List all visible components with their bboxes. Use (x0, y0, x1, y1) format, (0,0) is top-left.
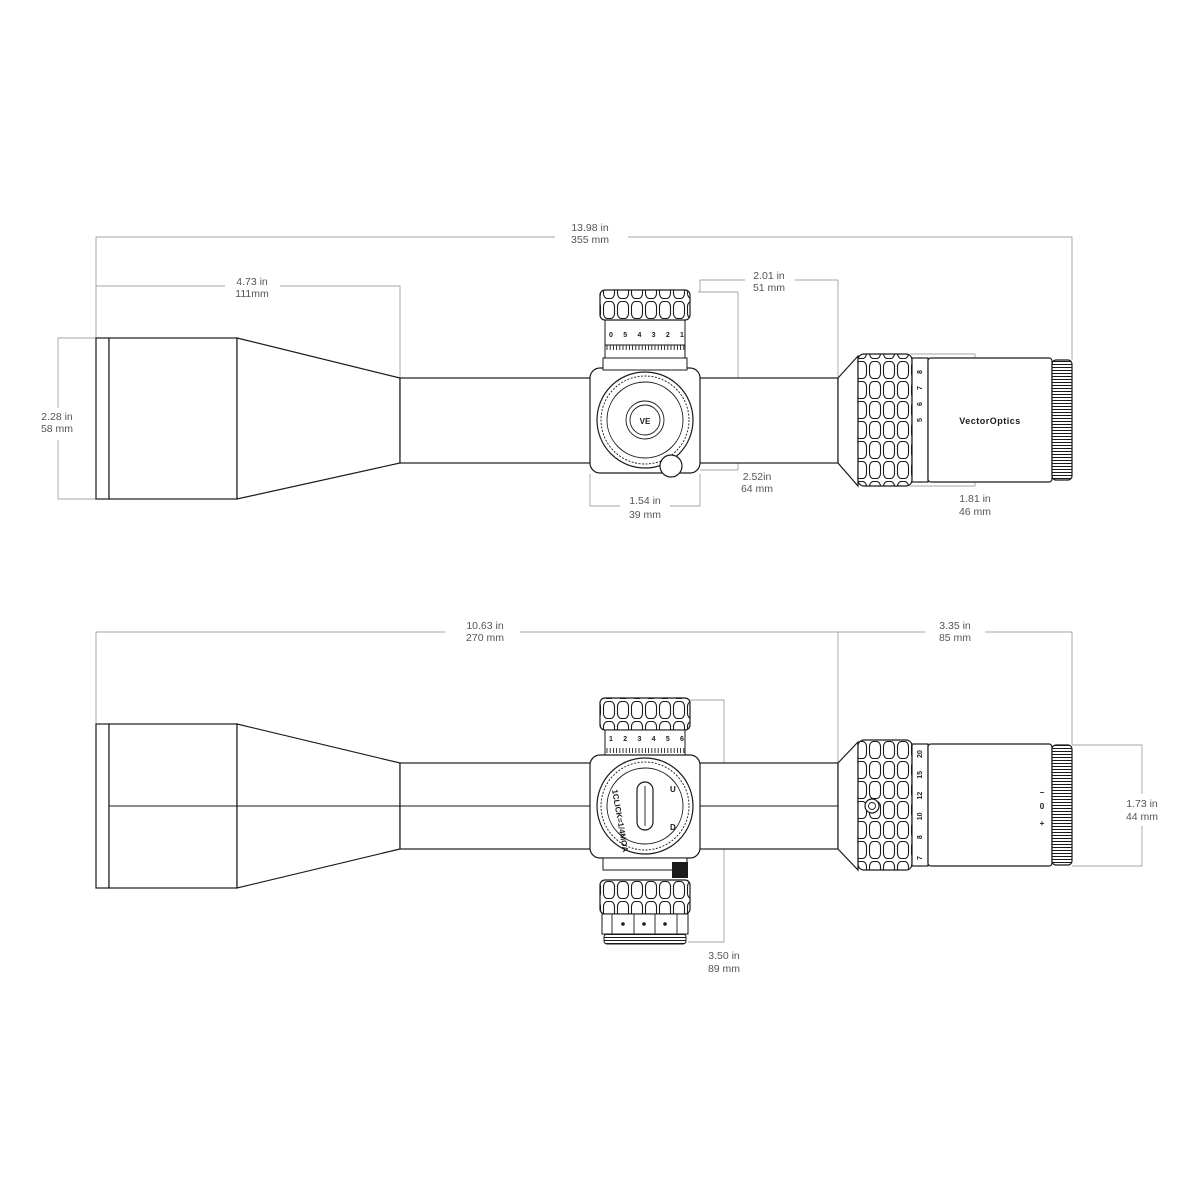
b-diopter-plus: + (1040, 819, 1045, 828)
elevation-turret-knob[interactable] (599, 289, 691, 321)
eyepiece-flare (837, 354, 859, 488)
b-turret-scale-label: 5 (666, 736, 670, 743)
b-mag-scale-label: 15 (917, 771, 924, 779)
turret-scale-label: 2 (666, 332, 670, 339)
turret-ring (602, 357, 688, 371)
b-diopter-zero: 0 (1040, 802, 1045, 811)
b-diopter-minus: − (1040, 788, 1045, 797)
b-mag-scale-label: 20 (917, 750, 924, 758)
dim-b-eyepiece-dia-mm: 44 mm (1126, 811, 1158, 823)
turret-scale-ring (604, 319, 686, 359)
b-mag-scale-label: 10 (917, 812, 924, 820)
b-turret-scale-label: 2 (623, 736, 627, 743)
brand-name: VectorOptics (959, 416, 1021, 426)
dim-objective-length-mm: 111mm (235, 288, 269, 300)
b-diopter-ring[interactable] (1051, 744, 1073, 866)
mag-scale-label: 8 (917, 370, 924, 374)
side-focus-knob (659, 454, 683, 478)
mag-scale-label: 6 (917, 402, 924, 406)
magnification-ring[interactable] (857, 353, 913, 487)
dim-b-eyepiece-in: 3.35 in (939, 620, 971, 632)
b-mag-scale-label: 7 (917, 856, 924, 860)
top-view: 13.98 in 355 mm 4.73 in 111mm 2.01 in 51… (41, 222, 1073, 521)
b-mag-scale: 20 15 12 10 8 7 (917, 750, 924, 860)
b-diopter-marks: + 0 − (1040, 788, 1045, 828)
b-objective-cap (95, 723, 110, 889)
dim-objective-dia-mm: 58 mm (41, 423, 73, 435)
b-turret-scale-label: 4 (652, 736, 656, 743)
dim-eyepiece-turret-in: 2.01 in (753, 270, 785, 282)
dim-objective-dia-in: 2.28 in (41, 411, 73, 423)
b-turret-scale-label: 1 (609, 736, 613, 743)
dim-turret-height-mm: 64 mm (741, 483, 773, 495)
turret-scale-label: 5 (623, 332, 627, 339)
diopter-ring[interactable] (1051, 359, 1073, 481)
dim-b-eyepiece-mm: 85 mm (939, 632, 971, 644)
dim-overall-in: 13.98 in (571, 222, 609, 234)
b-mag-scale-ring (911, 743, 929, 867)
b-windage-dots (611, 914, 678, 934)
dim-b-turret-height-mm: 89 mm (708, 963, 740, 975)
dim-eyepiece-len-mm: 46 mm (959, 506, 991, 518)
objective-taper (236, 337, 401, 500)
bottom-view: 10.63 in 270 mm 3.35 in 85 mm 1.73 in 44… (95, 620, 1158, 975)
objective-cap (95, 337, 110, 500)
dim-b-overall-in: 10.63 in (466, 620, 504, 632)
b-lock-tab (672, 862, 688, 878)
b-elevation-knob[interactable] (599, 697, 691, 731)
mag-scale: 8 7 6 5 (917, 370, 924, 422)
dim-b-overall-mm: 270 mm (466, 632, 504, 644)
b-mag-scale-label: 12 (917, 792, 924, 800)
dim-turret-height-in: 2.52in (743, 471, 772, 483)
mag-scale-label: 5 (917, 418, 924, 422)
b-mag-scale-label: 8 (917, 835, 924, 839)
dim-b-turret-height-in: 3.50 in (708, 950, 740, 962)
dim-turret-width-mm: 39 mm (629, 509, 661, 521)
b-eyepiece-flare (837, 740, 859, 872)
b-windage-base (603, 933, 687, 945)
mag-scale-label: 7 (917, 386, 924, 390)
dim-eyepiece-len-in: 1.81 in (959, 493, 991, 505)
dim-overall-mm: 355 mm (571, 234, 609, 246)
b-dial-u: U (670, 785, 676, 794)
turret-scale-label: 4 (637, 332, 641, 339)
turret-scale-label: 1 (680, 332, 684, 339)
b-windage-knob[interactable] (599, 879, 691, 915)
top-scope-body: VE 0 5 4 3 2 1 8 7 6 5 VectorOptics (95, 289, 1073, 500)
side-dial (596, 371, 694, 469)
b-turret-scale-label: 3 (637, 736, 641, 743)
b-dial-d: D (670, 823, 676, 832)
dim-objective-length-in: 4.73 in (236, 276, 268, 288)
turret-scale-label: 3 (652, 332, 656, 339)
b-eyepiece-housing (927, 743, 1053, 867)
b-turret-scale-label: 6 (680, 736, 684, 743)
top-dimension-lines (57, 236, 1073, 507)
brand-logo: VE (640, 417, 651, 426)
dim-b-eyepiece-dia-in: 1.73 in (1126, 798, 1158, 810)
dim-eyepiece-turret-mm: 51 mm (753, 282, 785, 294)
dim-turret-width-in: 1.54 in (629, 495, 661, 507)
b-turret-scale: 1 2 3 4 5 6 (606, 736, 685, 753)
objective-bell (108, 337, 238, 500)
b-illumination-knob[interactable] (864, 798, 880, 814)
turret-scale-label: 0 (609, 332, 613, 339)
turret-scale: 0 5 4 3 2 1 (606, 332, 685, 350)
